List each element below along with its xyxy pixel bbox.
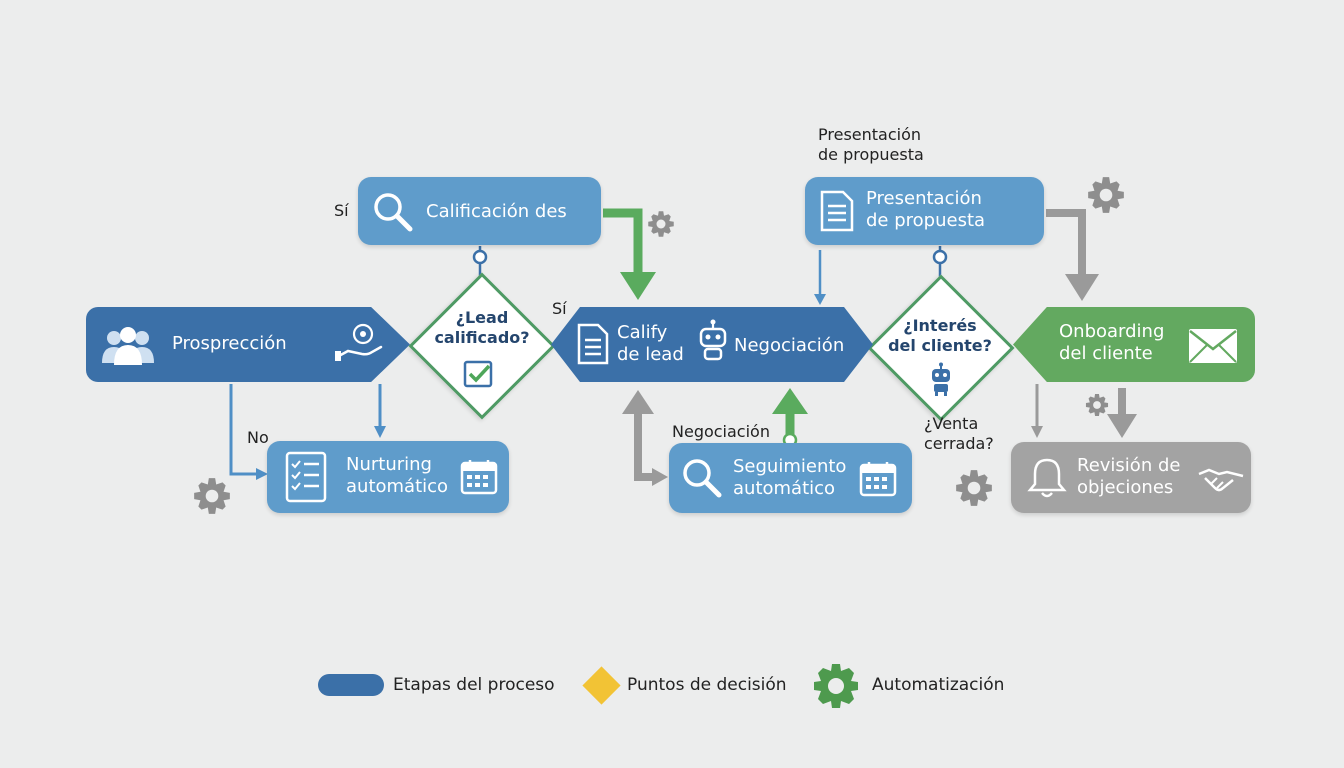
calendar-icon [859,462,897,497]
label-si-top: Sí [334,201,349,220]
label-negociacion: Negociación [672,422,770,441]
arrow-onboarding-to-revision [1031,384,1137,438]
stage-calify-label: Calify de lead [617,322,684,365]
legend-decisions-label: Puntos de decisión [627,675,787,695]
stage-revision[interactable]: Revisión de objeciones [1011,442,1251,513]
stage-nurturing-label: Nurturing automático [346,454,449,497]
stage-nurturing[interactable]: Nurturing automático [267,441,509,513]
magnifier-icon [683,459,722,498]
envelope-icon [1189,329,1237,363]
arrow-seguimiento-up [772,388,808,448]
label-si-mid: Sí [552,299,567,318]
arrow-prospeccion-down [374,384,386,438]
stage-seguimiento-label: Seguimiento automático [733,456,847,499]
arrow-calificacion-to-calify [603,208,656,300]
calendar-icon [460,460,498,495]
stage-calificacion-label: Calificación des [426,201,567,222]
legend-automation-label: Automatización [872,675,1005,695]
robot-icon [699,319,727,361]
automation-gear-icon [648,211,674,237]
stage-onboarding-label: Onboarding del cliente [1059,321,1165,364]
label-venta-cerrada: ¿Venta cerrada? [924,414,994,453]
automation-gear-icon [1085,393,1109,417]
stage-presentacion-label: Presentación de propuesta [866,188,986,231]
users-icon [102,327,154,365]
automation-gear-icon [1088,177,1124,213]
legend-stages-label: Etapas del proceso [393,675,555,695]
decision-interes-label: ¿Interés del cliente? [888,316,992,355]
handshake-icon [1198,468,1244,492]
checklist-icon [285,451,327,503]
automation-gear-icon [956,470,992,506]
arrow-negociacion-seguimiento [622,390,668,486]
label-no: No [247,428,269,447]
stage-calify-negociacion[interactable]: Calify de lead Negociación [551,307,873,382]
checkbox-icon [463,360,493,388]
legend-decision-swatch [582,666,621,705]
magnifier-icon [374,193,413,232]
legend: Etapas del proceso Puntos de decisión Au… [318,664,1018,708]
label-presentacion: Presentación de propuesta [818,125,924,164]
decision-lead-label: ¿Lead calificado? [434,308,530,347]
stage-onboarding[interactable]: Onboarding del cliente [1013,307,1255,382]
arrow-presentacion-to-onboarding [1046,209,1099,301]
arrow-presentacion-down [814,250,826,305]
arrow-prospeccion-to-nurturing [229,384,268,480]
document-icon [577,323,609,365]
robot-icon [932,362,950,396]
stage-revision-label: Revisión de objeciones [1077,455,1181,498]
hand-coin-icon [335,323,383,361]
stage-negociacion-label: Negociación [734,335,845,356]
stage-seguimiento[interactable]: Seguimiento automático [669,443,912,513]
stage-prospeccion[interactable]: Prosprección [86,307,410,382]
stage-calificacion[interactable]: Calificación des [358,177,601,245]
stage-prospeccion-label: Prosprección [172,333,287,354]
gear-icon [814,664,858,708]
automation-gear-icon [194,478,230,514]
bell-icon [1027,458,1067,498]
legend-stage-swatch [318,674,384,696]
stage-presentacion[interactable]: Presentación de propuesta [805,177,1044,245]
document-icon [820,190,854,232]
